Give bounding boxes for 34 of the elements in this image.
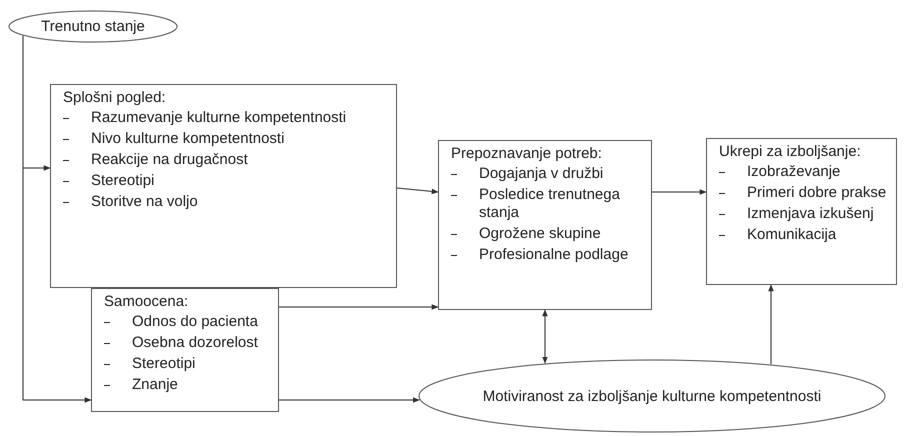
list-item: Znanje [132,376,178,394]
list-item: Primeri dobre prakse [747,184,886,202]
list-item: Dogajanja v družbi [479,165,604,183]
list-item: Stereotipi [91,172,154,190]
list-item: Reakcije na drugačnost [91,151,248,169]
list-item: Izobraževanje [747,163,840,181]
box-heading: Samoocena: [104,293,190,310]
box-heading: Splošni pogled: [63,89,167,106]
arrow [652,189,707,195]
arrow [278,304,439,310]
node-label: Motiviranost za izboljšanje kulturne kompetentnosti [482,388,822,404]
arrow [278,397,420,403]
process-box [706,138,897,285]
list-item: Stereotipi [132,355,196,373]
arrow [542,309,548,364]
list-item: Posledice trenutnega stanja [479,186,621,222]
list-item: Nivo kulturne kompetentnosti [91,130,284,148]
box-heading: Prepoznavanje potreb: [451,145,603,162]
list-item: Profesionalne podlage [479,246,628,264]
list-item: Komunikacija [747,226,836,244]
arrow [22,35,92,403]
node-label: Trenutno stanje [41,18,145,35]
list-item: Razumevanje kulturne kompetentnosti [91,109,346,127]
list-item: Ogrožene skupine [479,225,601,243]
arrow [768,284,774,365]
list-item: Osebna dozorelost [132,334,258,352]
list-item: Izmenjava izkušenj [747,205,874,223]
process-box [50,84,397,288]
box-heading: Ukrepi za izboljšanje: [719,143,862,160]
list-item: Odnos do pacienta [132,313,258,331]
process-box [438,140,652,310]
list-item: Storitve na voljo [91,193,198,211]
process-box [91,288,279,412]
arrow [396,188,439,194]
